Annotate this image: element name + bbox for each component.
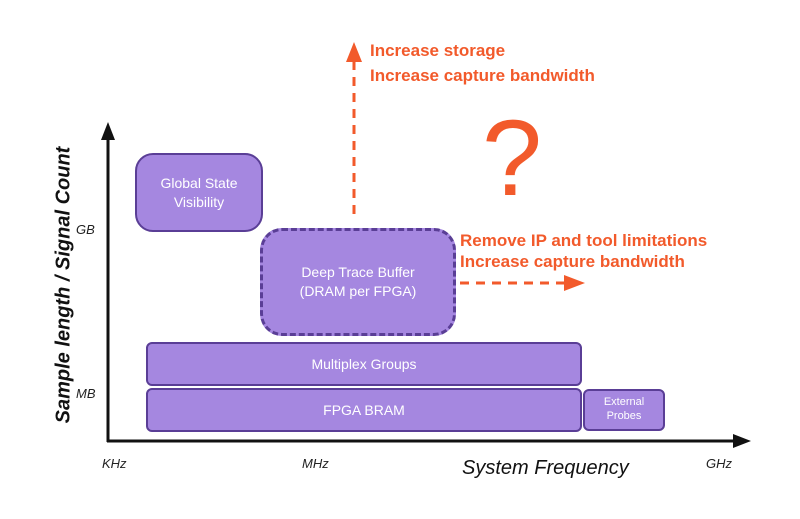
y-axis-arrowhead (101, 122, 115, 140)
y-tick-gb: GB (76, 222, 95, 237)
external-probes-label: External Probes (603, 396, 645, 422)
x-axis-label: System Frequency (462, 457, 629, 479)
x-axis-arrowhead (733, 434, 751, 448)
external-probes-box: External Probes (583, 389, 665, 431)
up-annotation-line1: Increase storage (370, 41, 506, 60)
global-state-visibility-box: Global State Visibility (135, 153, 263, 232)
y-axis-label: Sample length / Signal Count (52, 146, 75, 424)
x-tick-ghz: GHz (706, 456, 732, 471)
up-annotation-line2: Increase capture bandwidth (370, 66, 595, 85)
multiplex-groups-label: Multiplex Groups (311, 355, 417, 372)
global-state-visibility-label: Global State Visibility (160, 174, 238, 210)
right-annotation-line1: Remove IP and tool limitations (460, 231, 708, 250)
deep-trace-buffer-box: Deep Trace Buffer (DRAM per FPGA) (260, 228, 456, 336)
x-tick-khz: KHz (102, 456, 127, 471)
up-arrowhead (346, 42, 362, 62)
question-mark: ? (482, 97, 543, 218)
x-tick-mhz: MHz (302, 456, 329, 471)
fpga-bram-label: FPGA BRAM (323, 401, 405, 418)
y-tick-mb: MB (76, 386, 96, 401)
fpga-bram-box: FPGA BRAM (146, 388, 582, 432)
multiplex-groups-box: Multiplex Groups (146, 342, 582, 386)
deep-trace-buffer-label: Deep Trace Buffer (DRAM per FPGA) (299, 264, 417, 299)
right-annotation-line2: Increase capture bandwidth (460, 252, 685, 271)
right-arrowhead (564, 275, 585, 291)
